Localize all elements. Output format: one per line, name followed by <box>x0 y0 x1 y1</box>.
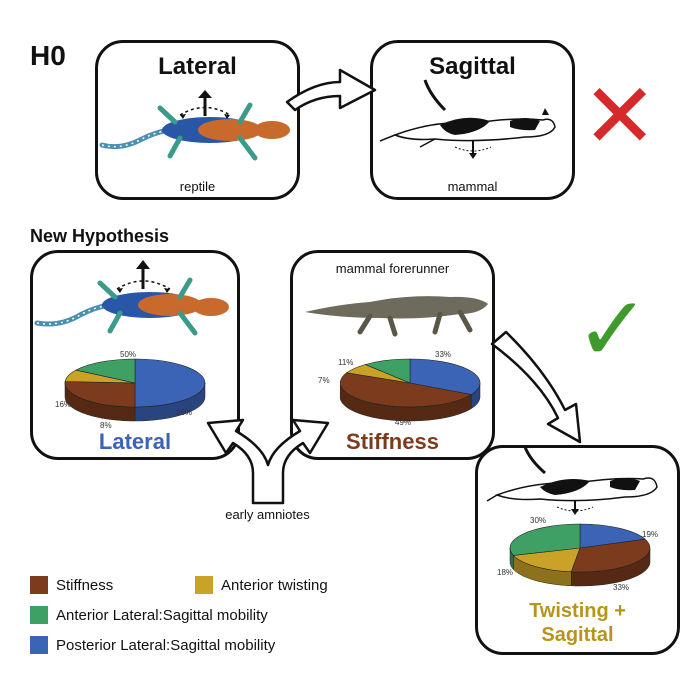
lateral-pie-chart <box>64 358 206 422</box>
stiffness-pct-posterior: 33% <box>435 350 452 359</box>
mammal-forerunner-caption: mammal forerunner <box>335 261 450 276</box>
h0-lateral-title: Lateral <box>158 53 237 80</box>
h0-cat-illustration <box>379 79 556 159</box>
pie-slice-3 <box>509 523 581 556</box>
lateral-pct-posterior: 50% <box>120 350 137 359</box>
reptile-caption: reptile <box>179 179 216 194</box>
twisting-pct-twisting: 18% <box>497 568 514 577</box>
reject-mark: ✕ <box>582 64 658 169</box>
stiffness-pie-chart <box>339 358 481 422</box>
lateral-pct-stiffness: 26% <box>176 408 193 417</box>
new-hypothesis-label: New Hypothesis <box>30 226 170 246</box>
h0-lateral-box: Lateral reptile <box>95 40 300 200</box>
stiffness-panel: mammal forerunner Stiffness <box>290 250 495 460</box>
legend-item-posterior-lateral-sagittal: Posterior Lateral:Sagittal mobility <box>30 636 275 654</box>
stiffness-pct-twisting: 7% <box>318 376 330 385</box>
legend-swatch-stiffness <box>30 576 48 594</box>
legend-item-stiffness: Stiffness <box>30 576 113 594</box>
h0-sagittal-title: Sagittal <box>429 53 516 80</box>
pie-slice-0 <box>409 358 481 395</box>
legend-swatch-posterior-lateral-sagittal <box>30 636 48 654</box>
pie-slice-3 <box>364 358 411 384</box>
h0-transition-arrow <box>285 68 377 112</box>
twisting-pct-posterior: 19% <box>642 530 659 539</box>
stiffness-to-twisting-arrow <box>490 330 582 444</box>
mammal-caption: mammal <box>447 179 498 194</box>
pie-slice-0 <box>134 358 206 408</box>
forerunner-illustration <box>305 296 488 337</box>
lateral-panel-label: Lateral <box>98 429 172 454</box>
legend-item-anterior-twisting: Anterior twisting <box>195 576 328 594</box>
pie-slice-1 <box>340 372 473 408</box>
pie-slice-3 <box>75 358 136 384</box>
legend-label-posterior-lateral-sagittal: Posterior Lateral:Sagittal mobility <box>56 636 276 654</box>
stiffness-panel-label: Stiffness <box>346 429 439 454</box>
h0-reptile-illustration <box>99 90 290 161</box>
lateral-reptile-illustration <box>34 260 229 336</box>
lateral-pct-anterior-lateral: 16% <box>55 400 72 409</box>
early-amniotes-caption: early amniotes <box>225 507 310 522</box>
h0-label: H0 <box>30 40 66 71</box>
legend-swatch-anterior-lateral-sagittal <box>30 606 48 624</box>
legend-label-anterior-twisting: Anterior twisting <box>221 576 328 594</box>
stiffness-pct-stiffness: 49% <box>395 418 412 427</box>
twisting-panel-label-line2: Sagittal <box>541 624 614 646</box>
pie-slice-0 <box>579 523 646 549</box>
legend-item-anterior-lateral-sagittal: Anterior Lateral:Sagittal mobility <box>30 606 268 624</box>
legend-label-stiffness: Stiffness <box>56 576 114 594</box>
lateral-pct-twisting: 8% <box>100 421 112 430</box>
stiffness-pct-anterior-lateral: 11% <box>338 358 354 367</box>
early-amniotes-branch-arrow <box>206 418 330 505</box>
lateral-panel: Lateral <box>30 250 240 460</box>
twisting-cat-illustration <box>486 446 658 515</box>
twisting-panel-label-line1: Twisting + <box>529 600 626 622</box>
pie-slice-2 <box>512 547 581 573</box>
pie-slice-1 <box>64 381 136 408</box>
twisting-pct-stiffness: 33% <box>613 583 630 592</box>
twisting-pct-anterior-lateral: 30% <box>530 516 547 525</box>
twisting-pie-chart <box>509 523 651 587</box>
legend-swatch-anterior-twisting <box>195 576 213 594</box>
pie-slice-1 <box>570 538 651 573</box>
legend-label-anterior-lateral-sagittal: Anterior Lateral:Sagittal mobility <box>56 606 268 624</box>
accept-mark: ✓ <box>575 277 651 382</box>
